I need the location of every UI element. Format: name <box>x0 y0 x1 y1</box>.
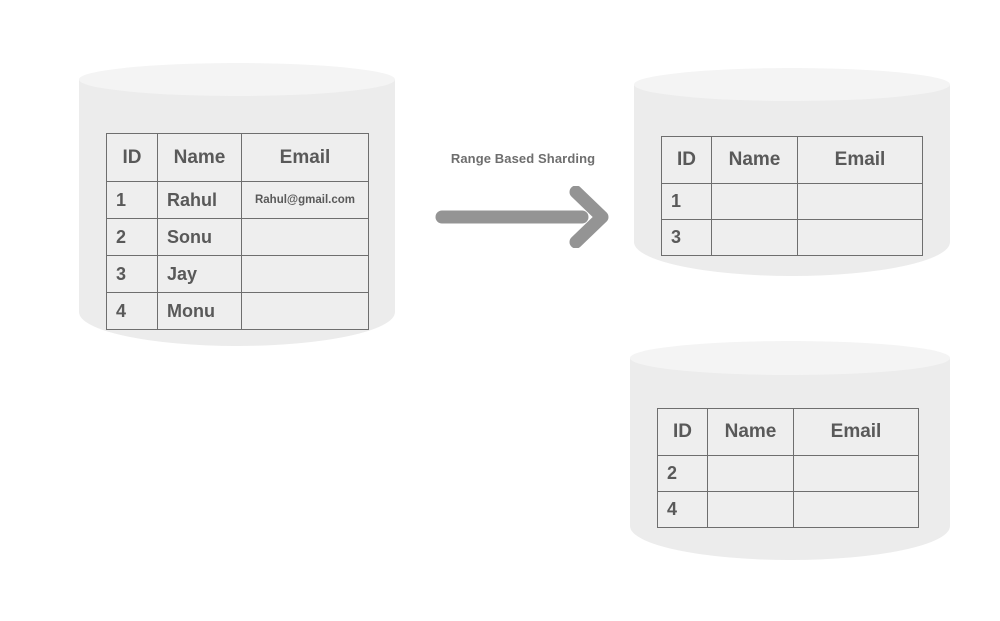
shard-2-table: ID Name Email 2 4 <box>657 408 919 528</box>
table-header-row: ID Name Email <box>661 136 923 184</box>
cell-name <box>707 491 794 528</box>
table-row: 3 <box>661 219 923 256</box>
cell-name: Rahul <box>157 181 242 219</box>
table-row: 1 <box>661 183 923 220</box>
arrow-right-icon <box>435 186 609 248</box>
source-table: ID Name Email 1 Rahul Rahul@gmail.com 2 … <box>106 133 369 330</box>
cell-email: Rahul@gmail.com <box>241 181 369 219</box>
column-header-id: ID <box>661 136 712 184</box>
cell-email <box>793 455 919 492</box>
table-row: 3 Jay <box>106 255 369 293</box>
cell-id: 3 <box>106 255 158 293</box>
table-row: 2 Sonu <box>106 218 369 256</box>
cylinder-top-ellipse <box>630 341 950 375</box>
flow-label: Range Based Sharding <box>450 151 596 166</box>
cell-email <box>241 218 369 256</box>
table-row: 2 <box>657 455 919 492</box>
cell-email <box>797 219 923 256</box>
column-header-email: Email <box>793 408 919 456</box>
column-header-name: Name <box>707 408 794 456</box>
cell-name: Jay <box>157 255 242 293</box>
cell-email <box>241 292 369 330</box>
column-header-id: ID <box>657 408 708 456</box>
cell-id: 1 <box>661 183 712 220</box>
cell-id: 1 <box>106 181 158 219</box>
cylinder-top-ellipse <box>634 68 950 101</box>
column-header-id: ID <box>106 133 158 182</box>
table-row: 4 Monu <box>106 292 369 330</box>
column-header-email: Email <box>241 133 369 182</box>
cell-email <box>793 491 919 528</box>
cell-email <box>797 183 923 220</box>
table-header-row: ID Name Email <box>106 133 369 182</box>
table-row: 1 Rahul Rahul@gmail.com <box>106 181 369 219</box>
cell-name <box>711 183 798 220</box>
cell-id: 2 <box>106 218 158 256</box>
cell-name <box>707 455 794 492</box>
table-row: 4 <box>657 491 919 528</box>
column-header-email: Email <box>797 136 923 184</box>
shard-1-table: ID Name Email 1 3 <box>661 136 923 256</box>
cell-id: 4 <box>657 491 708 528</box>
table-header-row: ID Name Email <box>657 408 919 456</box>
column-header-name: Name <box>711 136 798 184</box>
cell-id: 4 <box>106 292 158 330</box>
cylinder-top-ellipse <box>79 63 395 96</box>
column-header-name: Name <box>157 133 242 182</box>
cell-email <box>241 255 369 293</box>
cell-id: 3 <box>661 219 712 256</box>
cell-id: 2 <box>657 455 708 492</box>
cell-name: Monu <box>157 292 242 330</box>
cell-name: Sonu <box>157 218 242 256</box>
cell-name <box>711 219 798 256</box>
